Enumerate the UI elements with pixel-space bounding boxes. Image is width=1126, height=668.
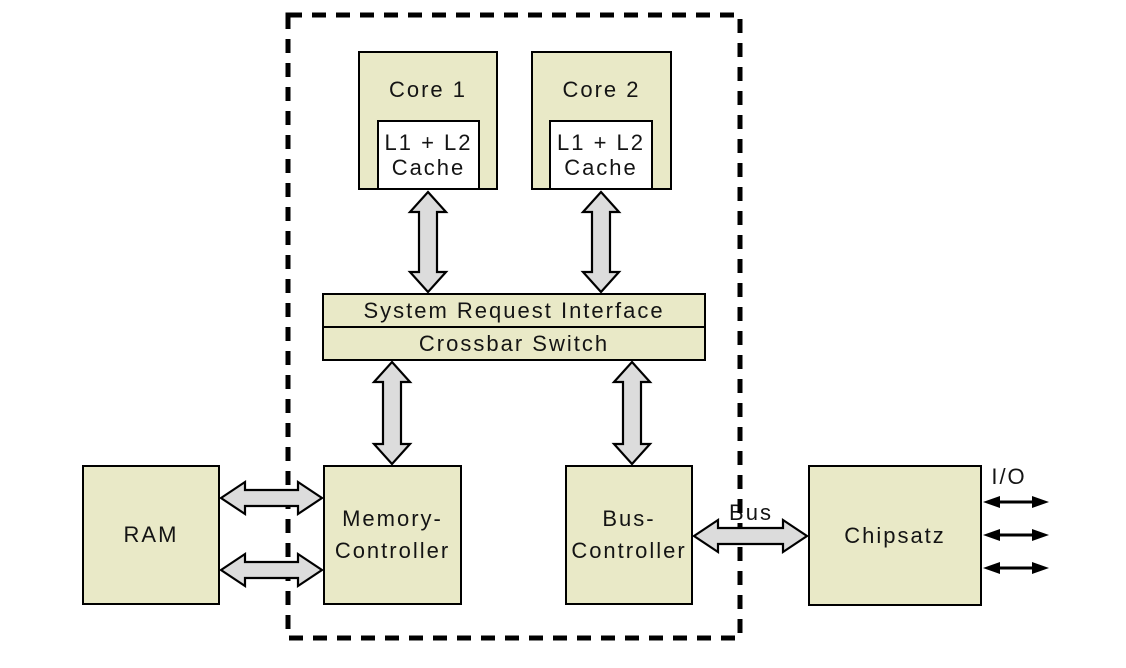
- bus-controller-line2: Controller: [571, 538, 687, 563]
- sri-crossbar-stack: System Request Interface Crossbar Switch: [322, 293, 706, 361]
- io-arrow-2-icon: [983, 529, 1049, 541]
- system-request-interface-box: System Request Interface: [324, 295, 704, 328]
- arrow-cache1-sri-icon: [407, 190, 449, 294]
- cache1-box: L1 + L2 Cache: [377, 120, 480, 190]
- memory-controller-label: Memory- Controller: [335, 503, 450, 567]
- io-label: I/O: [991, 464, 1027, 489]
- ram-box: RAM: [82, 465, 220, 605]
- memory-controller-box: Memory- Controller: [323, 465, 462, 605]
- bus-controller-box: Bus- Controller: [565, 465, 693, 605]
- cache1-line1: L1 + L2: [384, 129, 473, 155]
- bus-controller-line1: Bus-: [602, 506, 656, 532]
- crossbar-switch-label: Crossbar Switch: [418, 330, 610, 356]
- arrow-cache2-sri-icon: [580, 190, 622, 294]
- arrow-ram-memory-controller-upper-icon: [219, 479, 324, 517]
- core1-label: Core 1: [388, 77, 468, 102]
- cache2-label: L1 + L2 Cache: [557, 130, 645, 180]
- memory-controller-line2: Controller: [334, 538, 451, 563]
- ram-label: RAM: [123, 522, 179, 548]
- bus-controller-label: Bus- Controller: [571, 503, 686, 567]
- cache1-label: L1 + L2 Cache: [384, 130, 472, 180]
- cache2-line2: Cache: [564, 155, 638, 180]
- arrow-ram-memory-controller-lower-icon: [219, 551, 324, 589]
- bus-label: Bus: [729, 500, 773, 525]
- core2-label: Core 2: [562, 77, 641, 102]
- io-arrow-1-icon: [983, 496, 1049, 508]
- cache2-line1: L1 + L2: [556, 129, 645, 155]
- arrow-crossbar-memory-controller-icon: [371, 360, 413, 466]
- memory-controller-line1: Memory-: [342, 506, 443, 532]
- cache1-line2: Cache: [391, 155, 466, 180]
- chipset-box: Chipsatz: [808, 465, 982, 606]
- cache2-box: L1 + L2 Cache: [549, 120, 653, 190]
- io-arrow-3-icon: [983, 562, 1049, 574]
- arrow-crossbar-bus-controller-icon: [611, 360, 653, 466]
- crossbar-switch-box: Crossbar Switch: [324, 328, 704, 359]
- system-request-interface-label: System Request Interface: [363, 297, 665, 323]
- chipset-label: Chipsatz: [844, 522, 946, 548]
